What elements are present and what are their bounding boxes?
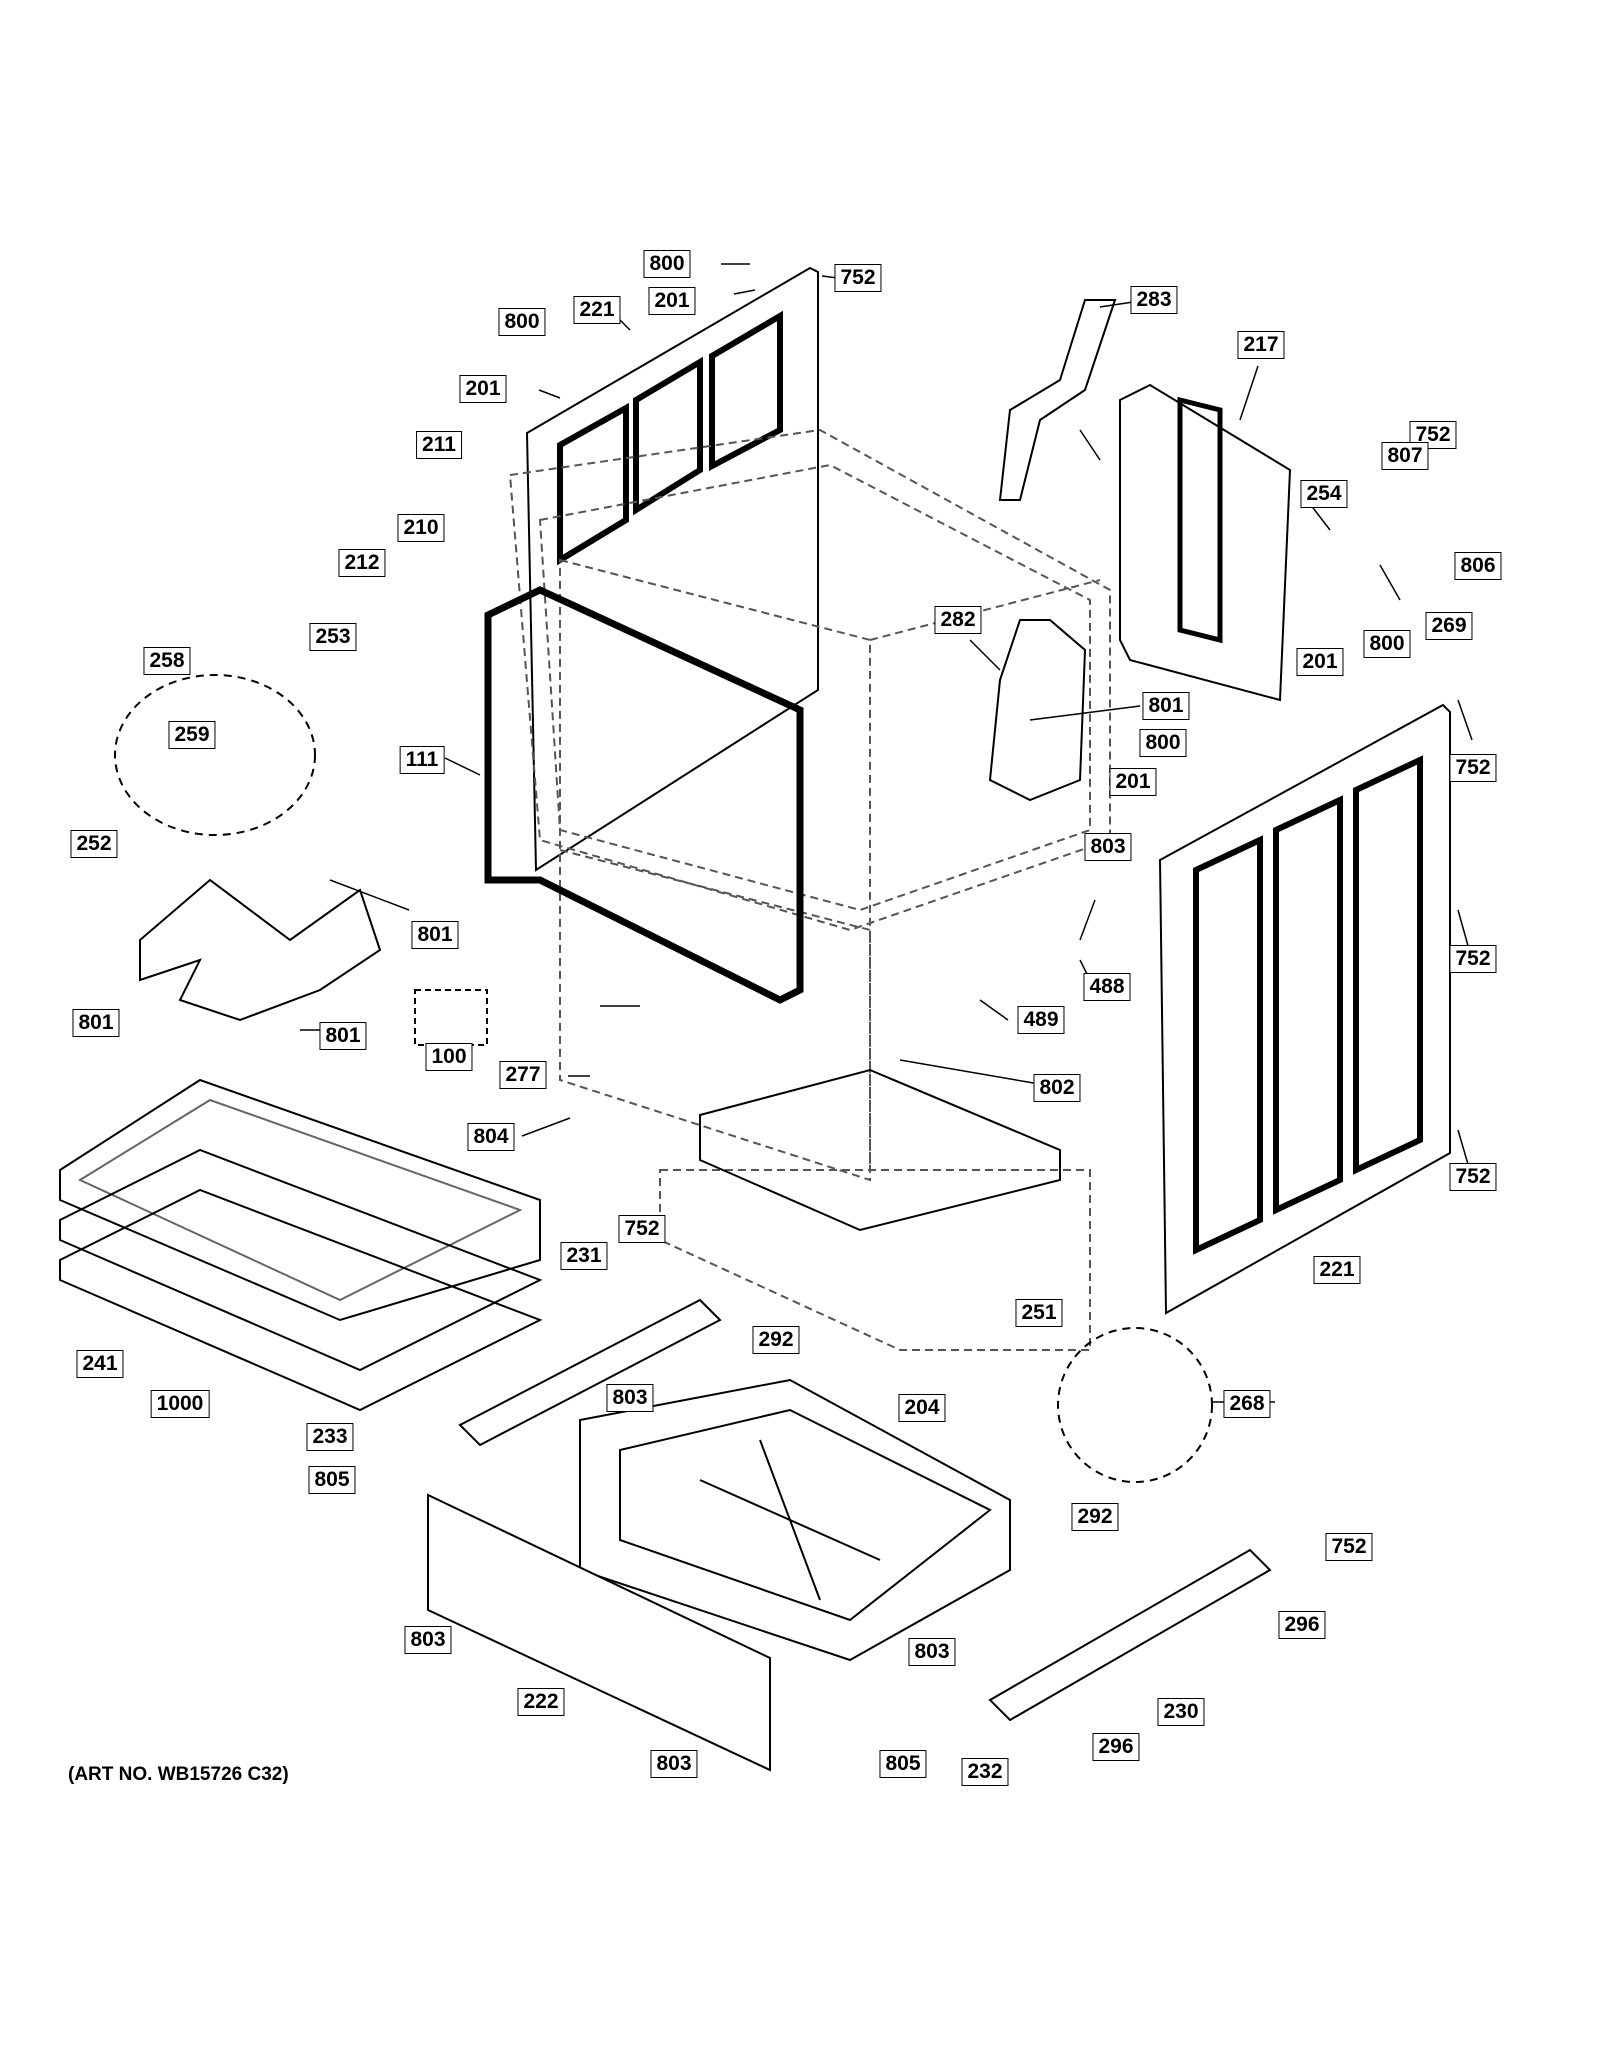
callout-803: 803 — [404, 1626, 452, 1654]
callout-801: 801 — [1142, 692, 1190, 720]
callout-804: 804 — [467, 1123, 515, 1151]
callout-258: 258 — [143, 647, 191, 675]
callout-212: 212 — [338, 549, 386, 577]
callout-801: 801 — [319, 1022, 367, 1050]
callout-802: 802 — [1033, 1074, 1081, 1102]
callout-251: 251 — [1015, 1299, 1063, 1327]
group-outline-100 — [414, 989, 488, 1046]
callout-800: 800 — [1139, 729, 1187, 757]
callout-201: 201 — [1109, 768, 1157, 796]
callout-803: 803 — [650, 1750, 698, 1778]
callout-233: 233 — [306, 1423, 354, 1451]
callout-807: 807 — [1381, 442, 1429, 470]
back-shield — [1119, 383, 1292, 702]
side-panel-left — [525, 266, 819, 872]
callout-217: 217 — [1237, 331, 1285, 359]
callout-254: 254 — [1300, 480, 1348, 508]
callout-801: 801 — [411, 921, 459, 949]
callout-201: 201 — [648, 287, 696, 315]
art-number: (ART NO. WB15726 C32) — [68, 1764, 289, 1785]
callout-752: 752 — [618, 1215, 666, 1243]
group-outline-258 — [114, 674, 316, 836]
callout-803: 803 — [1084, 833, 1132, 861]
callout-292: 292 — [752, 1326, 800, 1354]
callout-252: 252 — [70, 830, 118, 858]
callout-801: 801 — [72, 1009, 120, 1037]
callout-232: 232 — [961, 1758, 1009, 1786]
callout-752: 752 — [1449, 1163, 1497, 1191]
racks — [59, 1078, 543, 1412]
callout-752: 752 — [834, 264, 882, 292]
callout-211: 211 — [416, 431, 462, 459]
callout-800: 800 — [1363, 630, 1411, 658]
callout-752: 752 — [1325, 1533, 1373, 1561]
callout-221: 221 — [1313, 1256, 1361, 1284]
callout-489: 489 — [1017, 1006, 1065, 1034]
oven-cavity — [508, 428, 1111, 1351]
callout-292: 292 — [1071, 1503, 1119, 1531]
side-panel-right — [1158, 703, 1451, 1315]
callout-222: 222 — [517, 1688, 565, 1716]
callout-488: 488 — [1083, 973, 1131, 1001]
broil-element — [139, 878, 382, 1022]
insulation-blanket — [988, 619, 1087, 802]
callout-805: 805 — [879, 1750, 927, 1778]
callout-800: 800 — [498, 308, 546, 336]
callout-805: 805 — [308, 1466, 356, 1494]
callout-230: 230 — [1157, 1698, 1205, 1726]
callout-296: 296 — [1278, 1611, 1326, 1639]
callout-204: 204 — [898, 1394, 946, 1422]
callout-752: 752 — [1449, 754, 1497, 782]
callout-100: 100 — [425, 1043, 473, 1071]
callout-210: 210 — [397, 514, 445, 542]
storage-drawer — [579, 1378, 1011, 1662]
callout-800: 800 — [643, 250, 691, 278]
leader-lines — [300, 263, 1473, 1403]
door-frame — [484, 586, 804, 1004]
callout-806: 806 — [1454, 552, 1502, 580]
vent-duct — [998, 299, 1117, 501]
callout-201: 201 — [459, 375, 507, 403]
callout-201: 201 — [1296, 648, 1344, 676]
callout-277: 277 — [499, 1061, 547, 1089]
callout-253: 253 — [309, 623, 357, 651]
callout-803: 803 — [606, 1384, 654, 1412]
callout-221: 221 — [573, 296, 621, 324]
callout-269: 269 — [1425, 612, 1473, 640]
callout-296: 296 — [1092, 1733, 1140, 1761]
callout-282: 282 — [934, 606, 982, 634]
drawer-slide-left — [458, 1298, 722, 1447]
bake-element — [699, 1068, 1061, 1232]
callout-111: 111 — [399, 746, 445, 774]
callout-231: 231 — [560, 1242, 608, 1270]
drawer-front — [427, 1493, 771, 1772]
callout-752: 752 — [1449, 945, 1497, 973]
callout-241: 241 — [76, 1350, 124, 1378]
callout-259: 259 — [168, 721, 216, 749]
callout-803: 803 — [908, 1638, 956, 1666]
callout-268: 268 — [1223, 1390, 1271, 1418]
drawer-slide-right — [988, 1548, 1272, 1722]
group-outline-268 — [1057, 1327, 1213, 1483]
callout-283: 283 — [1130, 286, 1178, 314]
callout-1000: 1000 — [150, 1390, 210, 1418]
